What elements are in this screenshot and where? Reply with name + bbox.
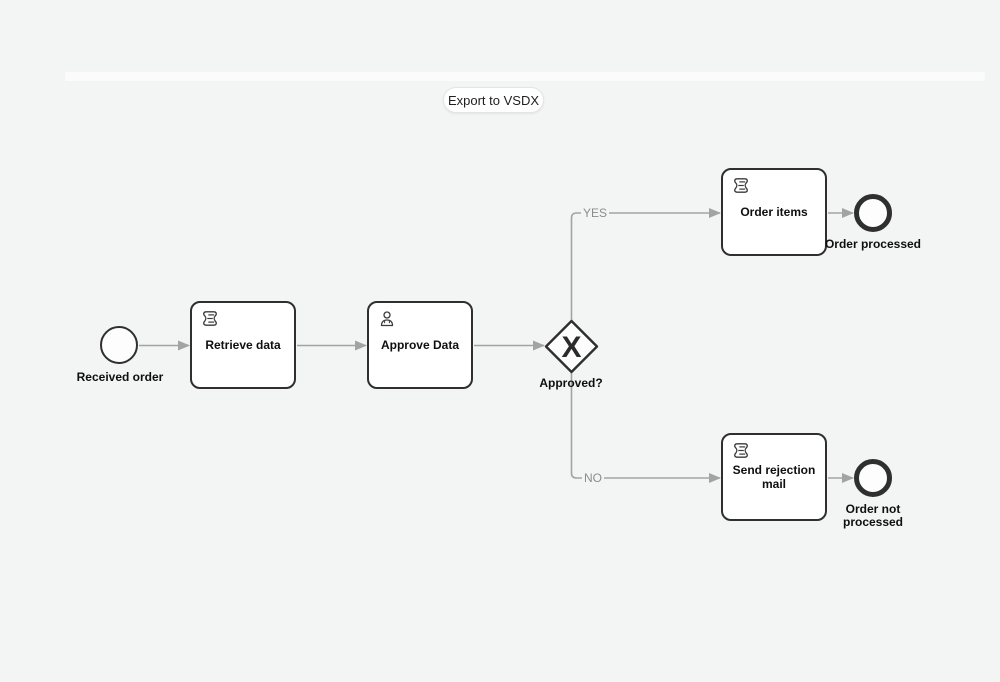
task-order-items[interactable]: Order items <box>721 168 827 256</box>
gateway-label: Approved? <box>539 376 603 390</box>
task-label: Retrieve data <box>205 338 281 352</box>
flow-gateway-no-to-send-rejection[interactable] <box>570 373 721 483</box>
task-retrieve-data[interactable]: Retrieve data <box>190 301 296 389</box>
script-icon <box>731 176 751 196</box>
script-icon <box>731 441 751 461</box>
flow-gateway-yes-to-order-items[interactable] <box>570 208 721 320</box>
flow-label-no: NO <box>582 471 604 485</box>
flow-label-yes: YES <box>581 206 610 220</box>
xor-marker: X <box>561 331 581 364</box>
task-label: Order items <box>740 205 808 219</box>
start-event[interactable] <box>100 326 138 364</box>
end-event-label: Order not processed <box>842 502 904 529</box>
user-icon <box>377 309 397 329</box>
task-label: Send rejection mail <box>732 463 816 491</box>
gateway-approved[interactable]: X <box>544 319 599 374</box>
end-event-order-processed[interactable] <box>854 194 892 232</box>
script-icon <box>200 309 220 329</box>
task-label: Approve Data <box>380 338 460 352</box>
end-event-label: Order processed <box>824 237 922 251</box>
export-vsdx-button[interactable]: Export to VSDX <box>443 87 544 113</box>
canvas-top-band <box>65 72 985 81</box>
start-event-label: Received order <box>76 370 164 384</box>
task-approve-data[interactable]: Approve Data <box>367 301 473 389</box>
gateway-diamond <box>544 319 599 374</box>
end-event-order-not-processed[interactable] <box>854 459 892 497</box>
task-send-rejection-mail[interactable]: Send rejection mail <box>721 433 827 521</box>
